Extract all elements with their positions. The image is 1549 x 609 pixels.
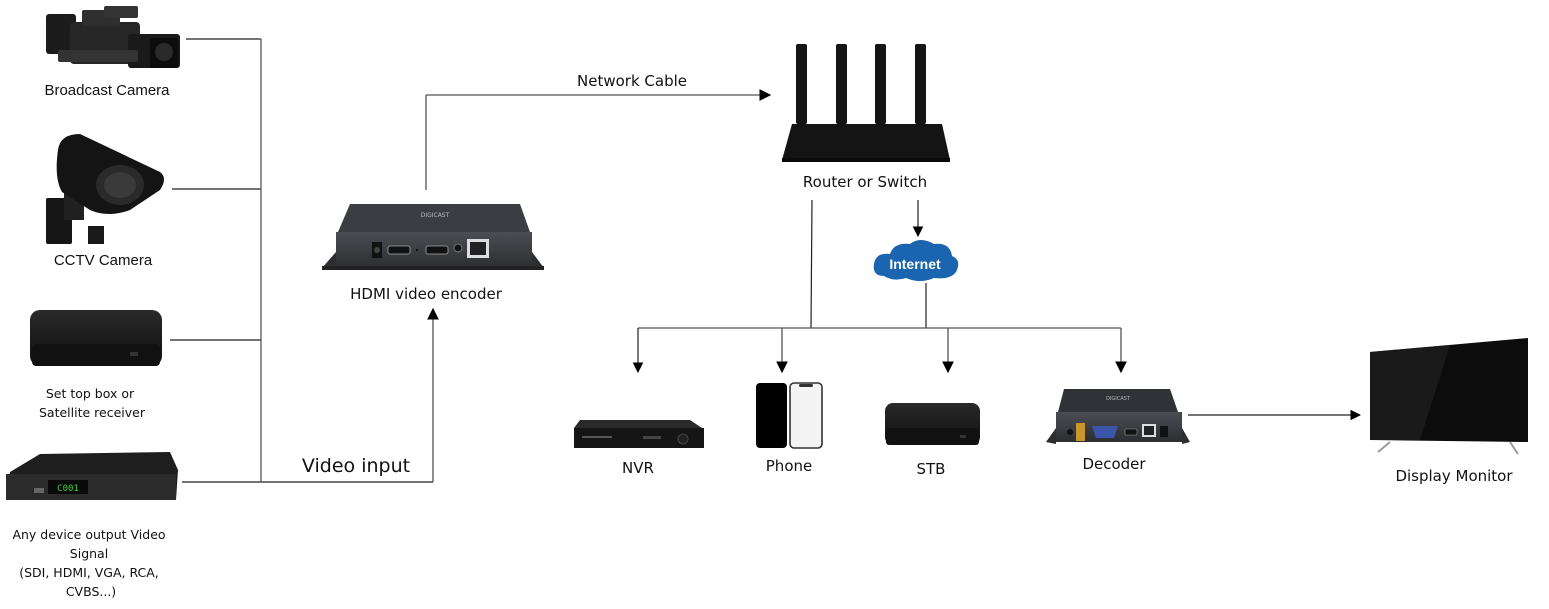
nvr-label: NVR xyxy=(622,459,654,477)
phone-icon xyxy=(756,382,823,449)
video-input-label: Video input xyxy=(302,455,410,477)
router-label: Router or Switch xyxy=(803,173,927,191)
set-top-box-label: Set top box or Satellite receiver xyxy=(39,386,146,420)
distribution-bus xyxy=(632,199,1127,374)
broadcast-camera-icon xyxy=(46,6,180,68)
hdmi-encoder-icon: DIGICAST xyxy=(322,204,544,270)
internet-cloud-icon xyxy=(873,240,959,281)
decoder-icon: DIGICAST xyxy=(1046,389,1190,444)
router-icon xyxy=(782,44,950,162)
svg-text:C001: C001 xyxy=(57,484,79,494)
internet-label: Internet xyxy=(889,256,941,272)
hdmi-encoder-label: HDMI video encoder xyxy=(350,285,503,303)
stb-icon xyxy=(885,403,980,445)
display-monitor-label: Display Monitor xyxy=(1395,467,1513,485)
phone-label: Phone xyxy=(766,457,812,475)
source-bus xyxy=(170,38,439,483)
svg-text:DIGICAST: DIGICAST xyxy=(421,212,450,219)
decoder-label: Decoder xyxy=(1082,455,1146,473)
network-cable-label: Network Cable xyxy=(577,72,687,90)
display-monitor-icon xyxy=(1370,338,1528,455)
stb-label: STB xyxy=(917,460,946,478)
svg-text:DIGICAST: DIGICAST xyxy=(1106,396,1131,402)
cctv-camera-label: CCTV Camera xyxy=(54,252,153,269)
network-cable-link xyxy=(425,89,772,190)
set-top-box-icon xyxy=(30,310,162,366)
satellite-receiver-icon: C001 xyxy=(6,452,178,500)
nvr-icon xyxy=(574,420,704,448)
broadcast-camera-label: Broadcast Camera xyxy=(44,82,170,99)
cctv-camera-icon xyxy=(46,134,164,244)
any-device-label: Any device output Video Signal (SDI, HDM… xyxy=(12,527,169,599)
